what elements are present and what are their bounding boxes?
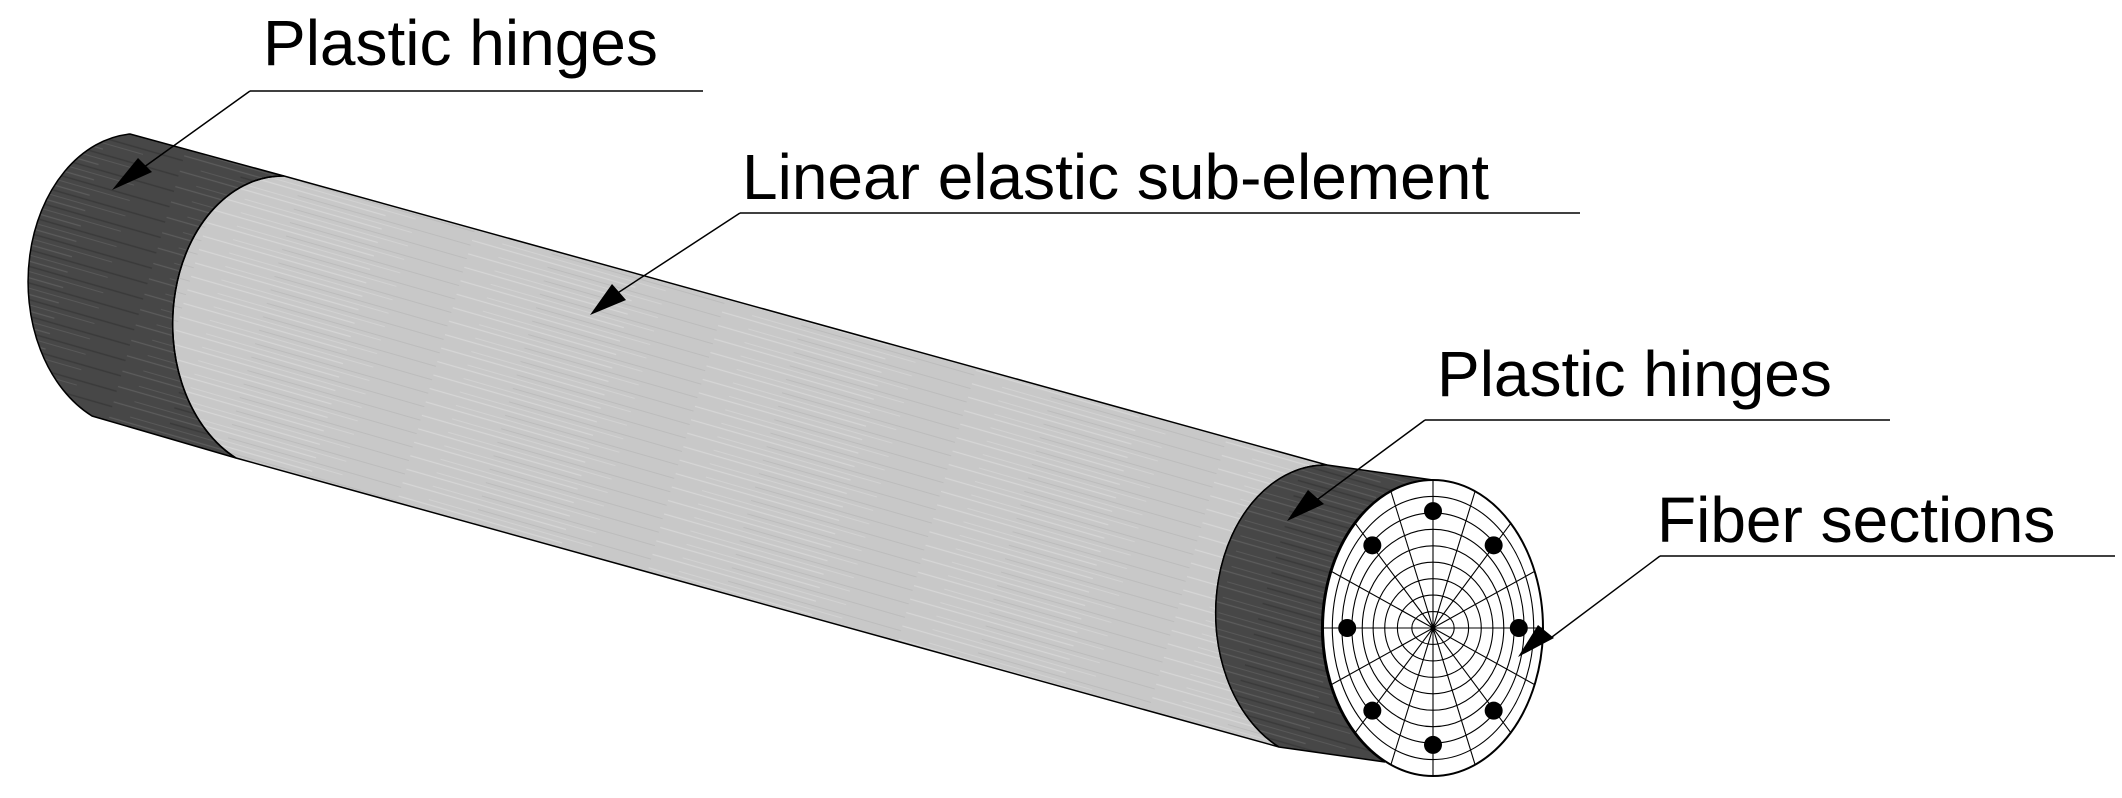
leader-hinge-top-left [112, 90, 703, 190]
arrowhead [1518, 625, 1554, 657]
rebar-dot [1424, 735, 1442, 754]
fiber-radial-line [1432, 627, 1476, 765]
fiber-radial-line [1432, 491, 1476, 629]
fiber-ring [1361, 545, 1505, 711]
elastic-sub-element [171, 175, 1328, 748]
rebar-dot [1509, 619, 1528, 637]
label-fiber-sections: Fiber sections [1657, 484, 2055, 556]
fiber-ring [1372, 561, 1494, 695]
rebar-dot [1363, 701, 1382, 720]
fiber-ring [1331, 495, 1535, 761]
fiber-radial-line [1390, 627, 1434, 765]
rebar-dot [1484, 701, 1503, 720]
arrowhead [590, 284, 626, 315]
elastic-left-edge [171, 175, 285, 459]
rebar-dot [1363, 536, 1382, 555]
rebar-dot [1484, 536, 1503, 555]
leader-elastic [590, 212, 1580, 315]
leader-fiber [1518, 555, 2115, 657]
arrowhead [1287, 490, 1324, 521]
leader-hinge-right [1287, 419, 1890, 521]
label-linear-elastic: Linear elastic sub-element [742, 141, 1489, 213]
fiber-section-face [1322, 479, 1544, 777]
fiber-ring [1411, 611, 1455, 645]
rebar-group [1338, 502, 1528, 754]
label-plastic-hinges-right: Plastic hinges [1437, 338, 1832, 410]
fiber-radial-line [1390, 491, 1434, 629]
label-plastic-hinges-top: Plastic hinges [263, 7, 658, 79]
rebar-dot [1424, 502, 1442, 521]
fiber-ring [1384, 578, 1482, 678]
fiber-ring [1396, 594, 1470, 662]
rebar-dot [1338, 619, 1357, 637]
arrowhead [112, 158, 152, 190]
